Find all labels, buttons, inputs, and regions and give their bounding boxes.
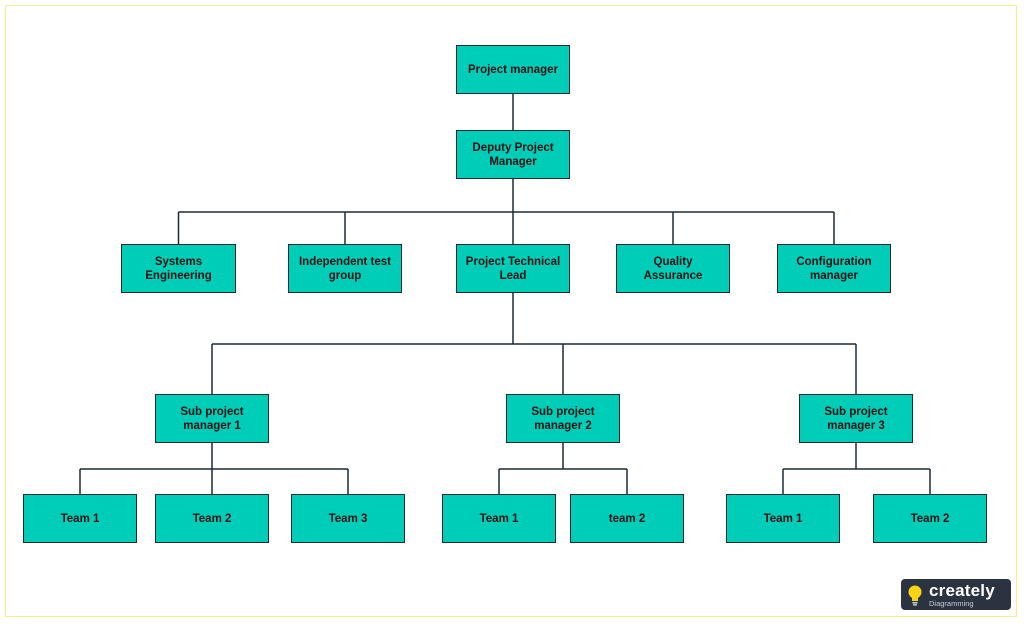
node-label: Sub project manager 3 — [824, 405, 888, 432]
node-sub-project-manager-3[interactable]: Sub project manager 3 — [799, 394, 913, 443]
node-label: Team 1 — [479, 512, 519, 525]
lightbulb-icon — [901, 579, 929, 610]
diagram-frame — [5, 5, 1017, 617]
node-label: Project Technical Lead — [465, 255, 561, 282]
node-sub3-team-2[interactable]: Team 2 — [873, 494, 987, 543]
logo-brand-text: creately — [929, 580, 995, 600]
node-sub1-team-1[interactable]: Team 1 — [23, 494, 137, 543]
node-label: Deputy Project Manager — [472, 141, 554, 168]
node-deputy-project-manager[interactable]: Deputy Project Manager — [456, 130, 570, 179]
connector-sub2 — [498, 443, 628, 494]
node-label: Project manager — [467, 63, 559, 76]
node-project-manager[interactable]: Project manager — [456, 45, 570, 94]
node-label: Quality Assurance — [643, 255, 703, 282]
node-label: Team 2 — [192, 512, 232, 525]
node-label: Team 2 — [910, 512, 950, 525]
node-systems-engineering[interactable]: Systems Engineering — [121, 244, 236, 293]
node-independent-test-group[interactable]: Independent test group — [288, 244, 402, 293]
node-sub1-team-2[interactable]: Team 2 — [155, 494, 269, 543]
node-label: Systems Engineering — [145, 255, 212, 282]
node-quality-assurance[interactable]: Quality Assurance — [616, 244, 730, 293]
node-project-technical-lead[interactable]: Project Technical Lead — [456, 244, 570, 293]
node-sub1-team-3[interactable]: Team 3 — [291, 494, 405, 543]
connector-sub1 — [79, 443, 349, 494]
creately-logo: creately Diagramming — [901, 579, 1011, 610]
node-label: Configuration manager — [796, 255, 872, 282]
node-sub2-team-2[interactable]: team 2 — [570, 494, 684, 543]
node-sub3-team-1[interactable]: Team 1 — [726, 494, 840, 543]
logo-tagline-text: Diagramming — [929, 598, 974, 608]
node-sub-project-manager-1[interactable]: Sub project manager 1 — [155, 394, 269, 443]
node-label: Team 3 — [328, 512, 368, 525]
node-sub2-team-1[interactable]: Team 1 — [442, 494, 556, 543]
node-label: Sub project manager 1 — [180, 405, 244, 432]
node-label: Sub project manager 2 — [531, 405, 595, 432]
connector-sub3 — [782, 443, 931, 494]
node-label: Team 1 — [60, 512, 100, 525]
node-label: Independent test group — [298, 255, 391, 282]
connector-deputy — [177, 179, 835, 244]
connector-tech_lead — [211, 293, 857, 394]
node-configuration-manager[interactable]: Configuration manager — [777, 244, 891, 293]
node-label: team 2 — [608, 512, 646, 525]
node-sub-project-manager-2[interactable]: Sub project manager 2 — [506, 394, 620, 443]
node-label: Team 1 — [763, 512, 803, 525]
